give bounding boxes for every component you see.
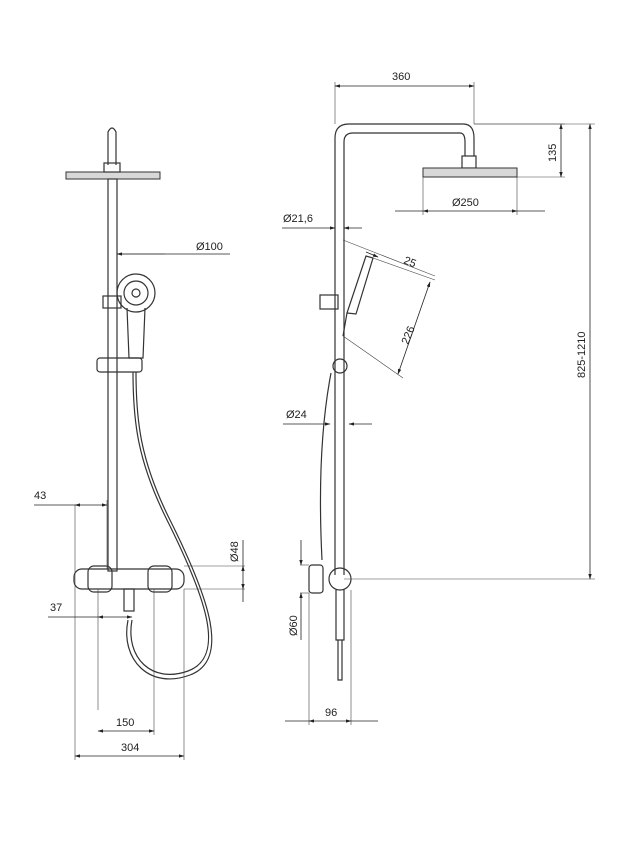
hand-shower-head [116,273,156,313]
mixer-outlet-side [335,590,345,641]
front-view: Ø100 43 Ø48 37 150 304 [34,127,245,760]
head-shower-side [422,167,518,178]
dim-d37: 37 [50,602,62,614]
dim-d250: Ø250 [452,197,479,209]
right-knob [147,565,173,593]
side-view: 360 135 825-1210 Ø250 Ø21,6 25 226 [282,71,595,725]
dim-d21-6: Ø21,6 [283,213,313,225]
head-joint-side [461,155,477,169]
dim-d96: 96 [325,707,337,719]
dim-d135: 135 [547,144,559,162]
hand-shower-handle-side [342,312,348,337]
hose-side [319,372,332,561]
dim-d100: Ø100 [196,241,223,253]
hand-shower-side [346,255,374,315]
dim-d226: 226 [400,325,418,347]
hand-shower-face [123,280,149,306]
dim-d304: 304 [121,742,139,754]
dim-d48: Ø48 [229,541,241,562]
thermostat-body [73,568,185,590]
left-knob [87,565,113,593]
dim-d25: 25 [402,255,418,271]
slide-bracket [332,358,348,374]
upper-clamp [102,295,122,309]
riser-pipe [107,178,118,572]
head-shower-joint [103,162,121,173]
dim-d60: Ø60 [288,615,300,636]
slide-holder [96,357,143,373]
riser-arm-outer [334,123,475,575]
hand-shower-center [131,288,141,298]
shower-hose-inner [130,371,210,675]
wall-connector [308,564,324,594]
dim-d150: 150 [116,717,134,729]
head-shower-plate [65,171,161,180]
dim-d360: 360 [392,71,410,83]
riser-arm-inner [343,132,466,575]
shower-arm-top [107,127,117,165]
shower-hose [126,371,213,680]
dim-d43: 43 [34,490,46,502]
outlet [123,588,135,612]
dim-d24: Ø24 [286,409,307,421]
dim-d825: 825-1210 [576,332,588,379]
upper-bracket [319,294,339,310]
mixer-spout-side [337,640,343,681]
hand-shower-handle [126,307,146,359]
